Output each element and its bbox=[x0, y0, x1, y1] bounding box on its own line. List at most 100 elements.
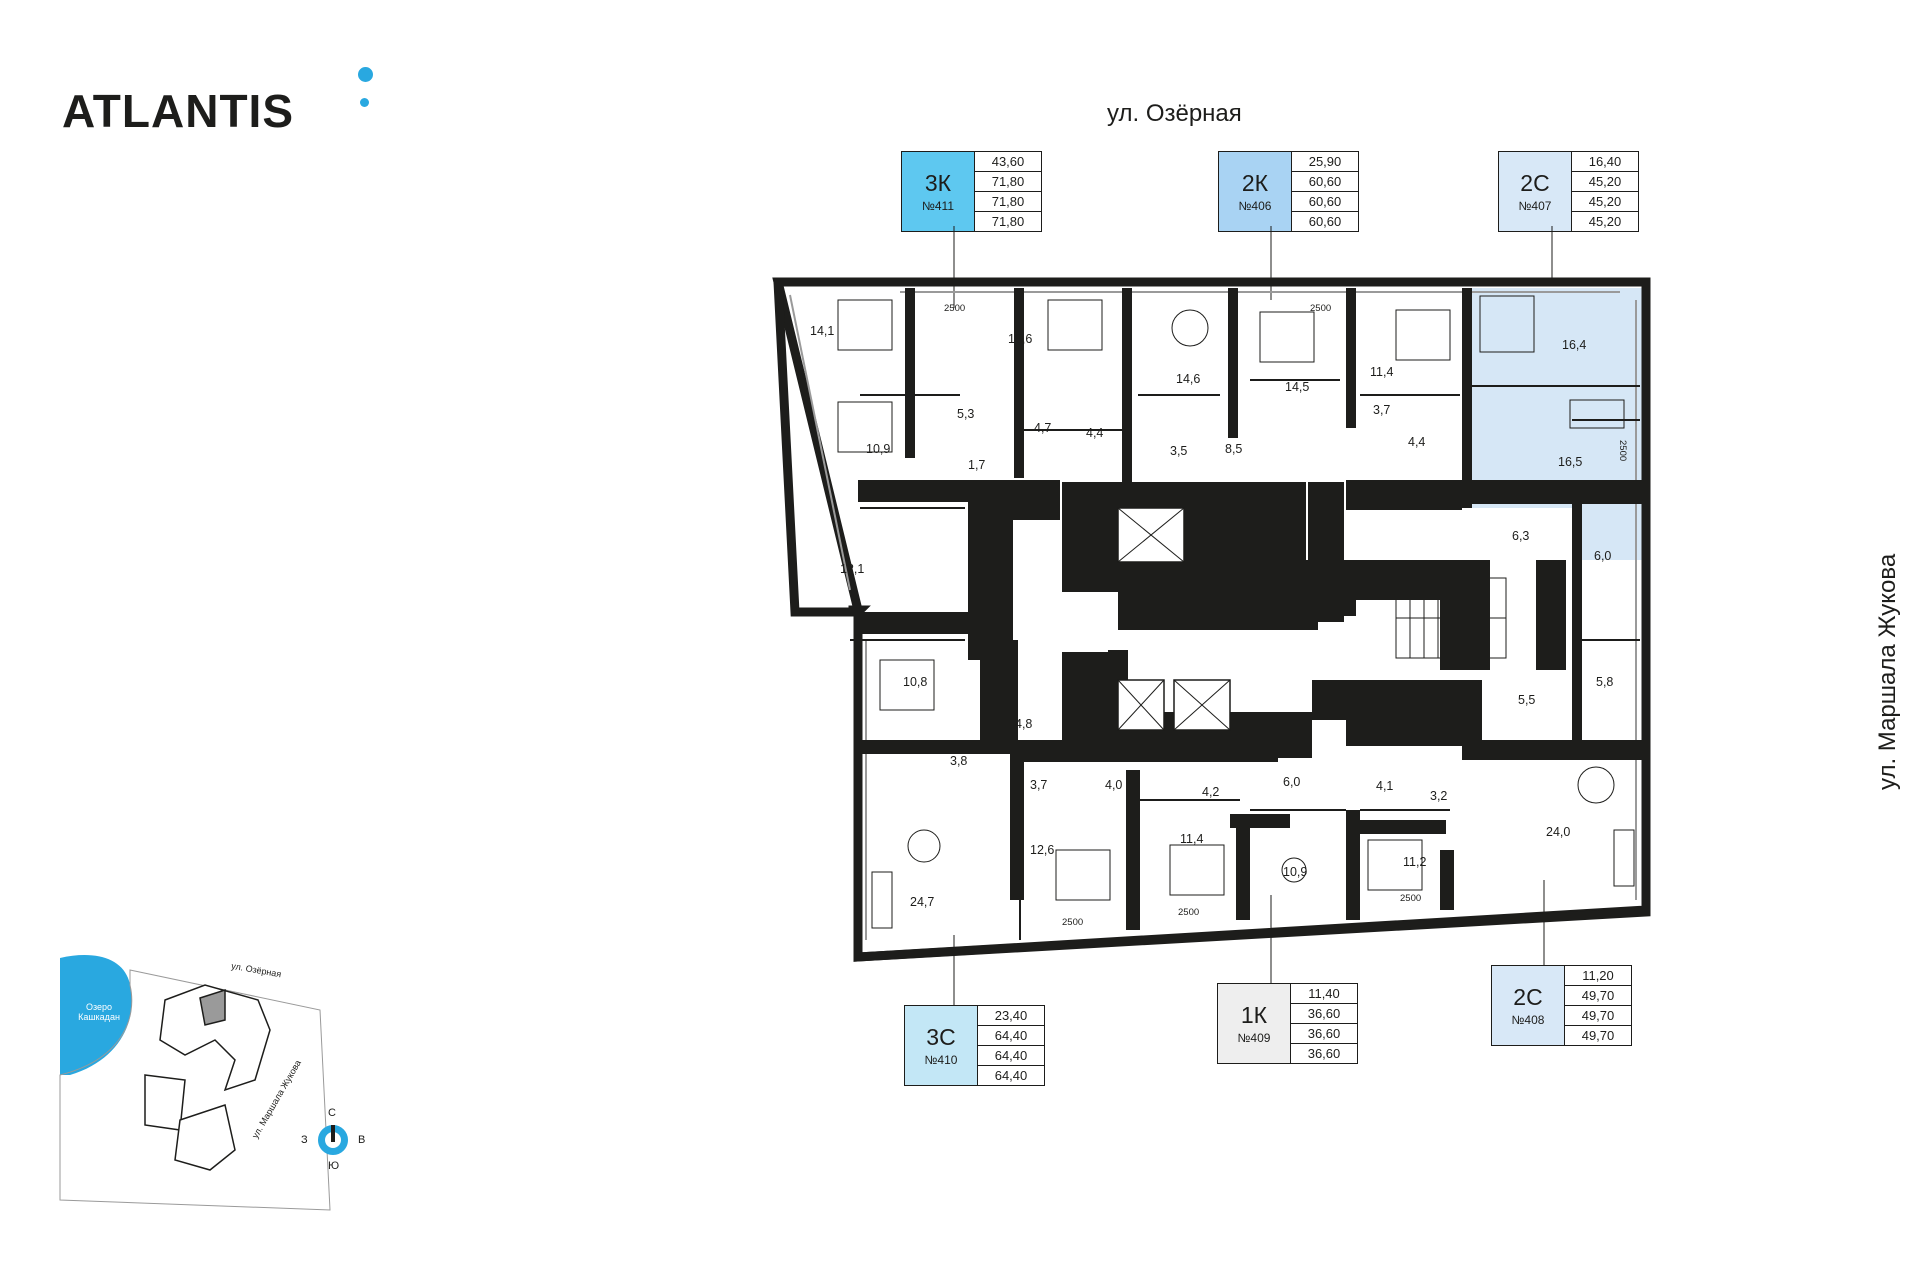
area-value: 11,40 bbox=[1291, 984, 1357, 1004]
area-value: 71,80 bbox=[975, 192, 1041, 212]
apartment-number: №406 bbox=[1238, 198, 1272, 213]
apartment-type: 2С bbox=[1520, 169, 1550, 196]
compass-north: С bbox=[328, 1107, 336, 1119]
apartment-areas: 25,90 60,60 60,60 60,60 bbox=[1292, 152, 1358, 231]
room-area: 6,0 bbox=[1594, 549, 1611, 563]
staircase bbox=[1395, 577, 1507, 659]
room-area: 12,1 bbox=[840, 562, 864, 576]
apartment-code: 2К №406 bbox=[1219, 152, 1292, 231]
dimension: 2500 bbox=[1617, 440, 1628, 461]
area-value: 45,20 bbox=[1572, 172, 1638, 192]
apartment-areas: 11,40 36,60 36,60 36,60 bbox=[1291, 984, 1357, 1063]
room-area: 11,4 bbox=[1370, 365, 1393, 379]
elevator-crosses bbox=[1117, 507, 1231, 731]
room-area: 3,5 bbox=[1170, 444, 1187, 458]
apartment-code: 3К №411 bbox=[902, 152, 975, 231]
brand-logo: ATLANTIS bbox=[62, 85, 295, 137]
apartment-badge-407[interactable]: 2С №407 16,40 45,20 45,20 45,20 bbox=[1498, 151, 1639, 232]
apartment-code: 2С №407 bbox=[1499, 152, 1572, 231]
area-value: 45,20 bbox=[1588, 214, 1622, 229]
apartment-code: 1К №409 bbox=[1218, 984, 1291, 1063]
partitions bbox=[850, 379, 1640, 940]
room-area: 3,2 bbox=[1430, 789, 1447, 803]
apartment-number: №411 bbox=[921, 198, 954, 213]
area-value: 45,20 bbox=[1572, 192, 1638, 212]
room-area: 24,7 bbox=[910, 895, 934, 909]
apartment-type: 2С bbox=[1513, 983, 1543, 1010]
area-value: 25,90 bbox=[1292, 152, 1358, 172]
area-value: 36,60 bbox=[1291, 1024, 1357, 1044]
logo-dot bbox=[360, 98, 369, 107]
room-area: 8,5 bbox=[1225, 442, 1242, 456]
street-label-top: ул. Озёрная bbox=[1107, 100, 1242, 127]
compass-west: З bbox=[301, 1134, 308, 1146]
area-value: 36,60 bbox=[1291, 1004, 1357, 1024]
apartment-areas: 11,20 49,70 49,70 49,70 bbox=[1565, 966, 1631, 1045]
dimension: 2500 bbox=[1062, 917, 1083, 928]
apartment-type: 1К bbox=[1240, 1001, 1268, 1028]
room-area: 16,5 bbox=[1558, 455, 1582, 469]
room-area: 14,1 bbox=[810, 324, 834, 338]
apartment-highlight-407[interactable] bbox=[1462, 288, 1642, 560]
area-value: 16,40 bbox=[1572, 152, 1638, 172]
area-value: 71,80 bbox=[975, 172, 1041, 192]
dimension: 2500 bbox=[1400, 893, 1421, 904]
room-area: 18,6 bbox=[1008, 332, 1032, 346]
apartment-badge-409[interactable]: 1К №409 11,40 36,60 36,60 36,60 bbox=[1217, 983, 1358, 1064]
room-area: 12,6 bbox=[1030, 843, 1054, 857]
apartment-number: №410 bbox=[924, 1052, 958, 1067]
room-area: 3,8 bbox=[950, 754, 967, 768]
apartment-number: №408 bbox=[1511, 1012, 1545, 1027]
area-value: 64,40 bbox=[994, 1068, 1028, 1083]
apartment-badge-410[interactable]: 3С №410 23,40 64,40 64,40 64,40 bbox=[904, 1005, 1045, 1086]
area-value: 49,70 bbox=[1565, 1006, 1631, 1026]
leader-lines bbox=[953, 226, 1553, 1005]
dimension: 2500 bbox=[944, 303, 965, 314]
area-value: 36,60 bbox=[1307, 1046, 1341, 1061]
apartment-areas: 16,40 45,20 45,20 45,20 bbox=[1572, 152, 1638, 231]
apartment-code: 3С №410 bbox=[905, 1006, 978, 1085]
compass-needle bbox=[331, 1125, 335, 1142]
room-area: 4,8 bbox=[1015, 717, 1032, 731]
room-area: 6,3 bbox=[1512, 529, 1529, 543]
area-value: 23,40 bbox=[978, 1006, 1044, 1026]
area-value: 60,60 bbox=[1308, 214, 1342, 229]
area-value: 60,60 bbox=[1292, 192, 1358, 212]
core-walls bbox=[858, 288, 1646, 930]
room-area: 16,4 bbox=[1562, 338, 1586, 352]
room-area: 4,4 bbox=[1408, 435, 1425, 449]
furniture bbox=[837, 295, 1635, 929]
apartment-number: №407 bbox=[1518, 198, 1552, 213]
area-value: 64,40 bbox=[978, 1046, 1044, 1066]
apartment-type: 2К bbox=[1241, 169, 1269, 196]
room-area: 4,2 bbox=[1202, 785, 1219, 799]
apartment-badge-406[interactable]: 2К №406 25,90 60,60 60,60 60,60 bbox=[1218, 151, 1359, 232]
dimension: 2500 bbox=[1178, 907, 1199, 918]
apartment-areas: 23,40 64,40 64,40 64,40 bbox=[978, 1006, 1044, 1085]
room-labels: 14,1 18,6 14,6 14,5 11,4 16,4 10,9 5,3 4… bbox=[810, 324, 1613, 909]
room-area: 4,4 bbox=[1086, 426, 1103, 440]
apartment-badge-411[interactable]: 3К №411 43,60 71,80 71,80 71,80 bbox=[901, 151, 1042, 232]
area-value: 71,80 bbox=[991, 214, 1025, 229]
area-value: 49,70 bbox=[1565, 986, 1631, 1006]
dimension: 2500 bbox=[1310, 303, 1331, 314]
room-area: 11,4 bbox=[1180, 832, 1203, 846]
room-area: 14,5 bbox=[1285, 380, 1309, 394]
apartment-type: 3С bbox=[926, 1023, 956, 1050]
site-boundary bbox=[59, 969, 331, 1211]
site-minimap bbox=[59, 955, 331, 1211]
room-area: 4,1 bbox=[1376, 779, 1393, 793]
area-value: 43,60 bbox=[975, 152, 1041, 172]
area-value: 60,60 bbox=[1292, 172, 1358, 192]
room-area: 6,0 bbox=[1283, 775, 1300, 789]
apartment-badge-408[interactable]: 2С №408 11,20 49,70 49,70 49,70 bbox=[1491, 965, 1632, 1046]
room-area: 10,8 bbox=[903, 675, 927, 689]
lake-shape bbox=[60, 955, 132, 1075]
apartment-type: 3К bbox=[924, 169, 952, 196]
room-area: 5,3 bbox=[957, 407, 974, 421]
area-value: 11,20 bbox=[1565, 966, 1631, 986]
area-value: 64,40 bbox=[978, 1026, 1044, 1046]
room-area: 5,8 bbox=[1596, 675, 1613, 689]
apartment-number: №409 bbox=[1237, 1030, 1271, 1045]
room-area: 14,6 bbox=[1176, 372, 1200, 386]
